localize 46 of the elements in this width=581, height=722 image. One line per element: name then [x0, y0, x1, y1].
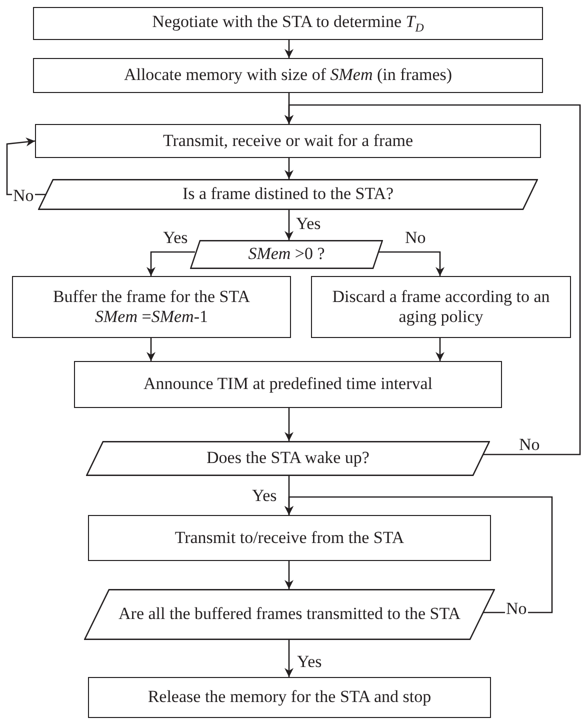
- process-box: [35, 124, 541, 158]
- arrow: [284, 496, 553, 614]
- step-text: Discard a frame according to an aging policy: [331, 286, 551, 328]
- process-box: [88, 515, 491, 561]
- decision-parallelogram: [84, 589, 495, 640]
- edge-label: Yes: [251, 487, 278, 504]
- arrow: [6, 137, 46, 196]
- process-box: [12, 276, 291, 338]
- step-text: Allocate memory with size of SMem (in frames): [122, 65, 454, 86]
- step-text: Release the memory for the STA and stop: [146, 687, 432, 708]
- step-text: Negotiate with the STA to determine T$_{D}$: [151, 12, 425, 35]
- arrow: [284, 40, 294, 58]
- question-text: Does the STA wake up?: [206, 448, 370, 469]
- arrow: [284, 561, 294, 589]
- decision-parallelogram: [38, 179, 538, 210]
- process-box: [88, 677, 491, 718]
- decision-parallelogram: [190, 240, 383, 269]
- question-text: SMem >0 ?: [247, 244, 326, 265]
- edge-label: Yes: [296, 653, 323, 670]
- process-box: [33, 7, 543, 40]
- step-text: Announce TIM at predefined time interval: [142, 374, 434, 395]
- process-box: [74, 361, 502, 408]
- question-text: Is a frame distined to the STA?: [181, 184, 395, 205]
- question-text: Are all the buffered frames transmitted to the STA: [118, 604, 462, 625]
- step-text: SMem =SMem-1: [94, 307, 209, 328]
- edge-label: Yes: [295, 215, 322, 232]
- edge-label: No: [12, 187, 35, 204]
- edge-label: No: [518, 436, 541, 453]
- step-text: Transmit, receive or wait for a frame: [162, 130, 414, 152]
- arrow: [284, 158, 294, 179]
- arrow: [146, 251, 195, 276]
- arrow: [284, 210, 294, 240]
- edge-label: Yes: [162, 229, 189, 246]
- arrow: [436, 338, 444, 361]
- process-box: [33, 58, 543, 93]
- edge-label: No: [404, 229, 427, 246]
- arrow: [378, 251, 444, 276]
- edge-label: No: [505, 600, 528, 617]
- arrow: [284, 640, 294, 677]
- step-text: Buffer the frame for the STA: [52, 286, 252, 307]
- step-text: Transmit to/receive from the STA: [174, 528, 406, 548]
- process-box: [311, 276, 571, 338]
- arrow: [284, 408, 294, 441]
- arrow: [146, 338, 156, 361]
- decision-parallelogram: [86, 441, 490, 476]
- arrow: [284, 104, 581, 456]
